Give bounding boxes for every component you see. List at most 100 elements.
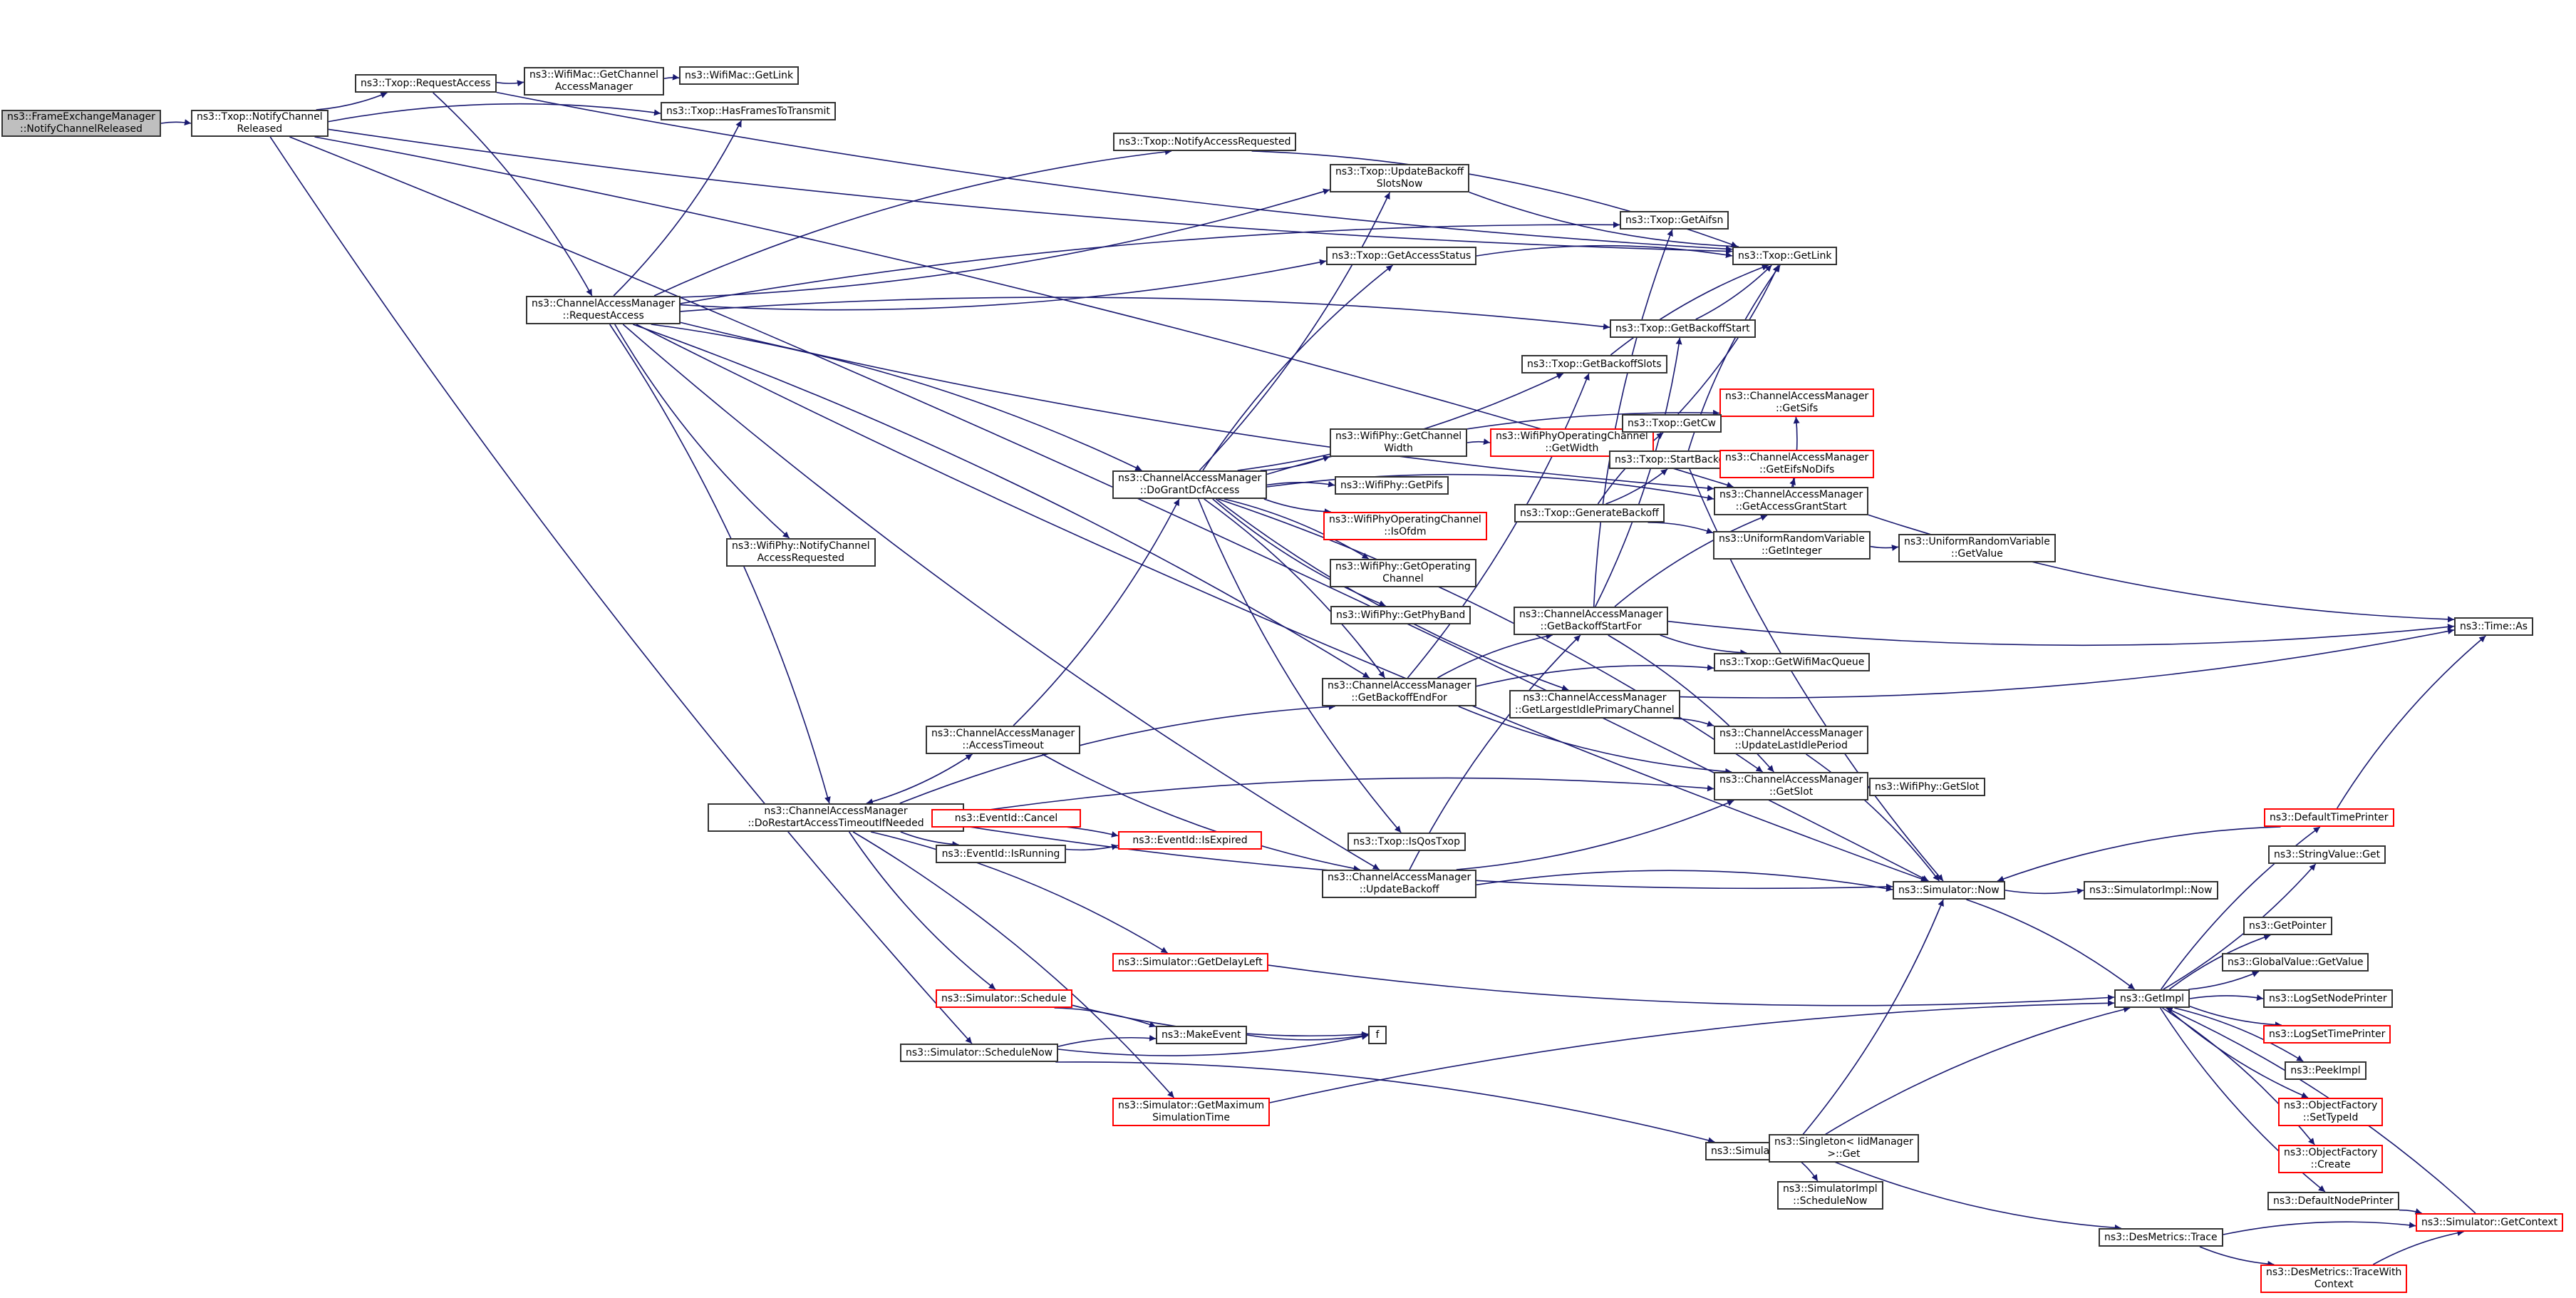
graph-node-txop-get-aifsn[interactable]: ns3::Txop::GetAifsn xyxy=(1620,211,1729,230)
graph-node-cam-get-slot[interactable]: ns3::ChannelAccessManager ::GetSlot xyxy=(1714,772,1869,800)
edge-txop-get-backoff-start-to-txop-get-link xyxy=(1695,264,1772,320)
graph-node-time-as[interactable]: ns3::Time::As xyxy=(2454,617,2534,636)
graph-node-get-impl[interactable]: ns3::GetImpl xyxy=(2114,989,2190,1008)
graph-node-peek-impl[interactable]: ns3::PeekImpl xyxy=(2285,1061,2366,1080)
graph-node-wifiphy-get-phy-band[interactable]: ns3::WifiPhy::GetPhyBand xyxy=(1330,606,1471,624)
graph-node-get-pointer[interactable]: ns3::GetPointer xyxy=(2243,917,2332,935)
graph-node-root[interactable]: ns3::FrameExchangeManager ::NotifyChanne… xyxy=(1,110,161,137)
edge-cam-get-backoff-start-for-to-txop-get-wifimac-queue xyxy=(1660,634,1747,656)
graph-node-cam-get-eifs-no-difs[interactable]: ns3::ChannelAccessManager ::GetEifsNoDif… xyxy=(1719,450,1875,478)
graph-node-simimpl-now[interactable]: ns3::SimulatorImpl::Now xyxy=(2084,881,2218,900)
graph-node-wifimac-get-link[interactable]: ns3::WifiMac::GetLink xyxy=(679,66,800,85)
graph-node-objfactory-set-typeid[interactable]: ns3::ObjectFactory ::SetTypeId xyxy=(2278,1098,2384,1126)
edge-txop-notify-released-to-cam-get-access-grant-start xyxy=(314,136,1734,488)
graph-node-singleton-get[interactable]: ns3::Singleton< IidManager >::Get xyxy=(1769,1134,1919,1163)
edge-txop-request-access-to-cam-request-access xyxy=(433,92,593,297)
graph-node-cam-update-last-idle[interactable]: ns3::ChannelAccessManager ::UpdateLastId… xyxy=(1714,726,1869,754)
graph-node-desmetrics-trace-with-context[interactable]: ns3::DesMetrics::TraceWith Context xyxy=(2260,1264,2408,1293)
graph-node-wifiphy-get-slot[interactable]: ns3::WifiPhy::GetSlot xyxy=(1869,778,1985,796)
graph-node-txop-get-backoff-start[interactable]: ns3::Txop::GetBackoffStart xyxy=(1610,319,1756,338)
edge-cam-do-grant-dcf-to-txop-update-backoff-slots xyxy=(1199,192,1391,471)
graph-node-make-event[interactable]: ns3::MakeEvent xyxy=(1156,1026,1247,1044)
graph-node-eventid-cancel[interactable]: ns3::EventId::Cancel xyxy=(931,809,1081,828)
graph-node-txop-get-link[interactable]: ns3::Txop::GetLink xyxy=(1732,247,1838,265)
edge-simulator-get-max-sim-time-to-get-impl xyxy=(1269,999,2115,1103)
edge-desmetrics-trace-to-simulator-get-context xyxy=(2223,1221,2416,1235)
graph-node-simimpl-schedule-now[interactable]: ns3::SimulatorImpl ::ScheduleNow xyxy=(1777,1181,1883,1210)
edge-get-impl-to-log-set-node-printer xyxy=(2189,994,2264,1001)
graph-node-txop-request-access[interactable]: ns3::Txop::RequestAccess xyxy=(355,74,497,93)
graph-node-simulator-get-delay-left[interactable]: ns3::Simulator::GetDelayLeft xyxy=(1112,953,1268,972)
edge-desmetrics-trace-with-context-to-simulator-get-context xyxy=(2372,1230,2464,1265)
graph-node-log-set-time-printer[interactable]: ns3::LogSetTimePrinter xyxy=(2263,1025,2391,1044)
graph-node-urv-get-value[interactable]: ns3::UniformRandomVariable ::GetValue xyxy=(1898,534,2056,562)
edge-wifiphy-get-channel-width-to-wpoc-get-width xyxy=(1467,438,1491,445)
graph-node-default-node-printer[interactable]: ns3::DefaultNodePrinter xyxy=(2267,1192,2399,1210)
graph-node-txop-update-backoff-slots[interactable]: ns3::Txop::UpdateBackoff SlotsNow xyxy=(1330,164,1470,192)
graph-node-simulator-get-context[interactable]: ns3::Simulator::GetContext xyxy=(2416,1213,2564,1232)
graph-node-txop-get-cw[interactable]: ns3::Txop::GetCw xyxy=(1622,414,1722,433)
edge-urv-get-integer-to-urv-get-value xyxy=(1870,545,1899,552)
graph-node-txop-generate-backoff[interactable]: ns3::Txop::GenerateBackoff xyxy=(1514,504,1665,522)
graph-node-cam-request-access[interactable]: ns3::ChannelAccessManager ::RequestAcces… xyxy=(526,296,681,324)
graph-node-simulator-get-max-sim-time[interactable]: ns3::Simulator::GetMaximum SimulationTim… xyxy=(1112,1098,1271,1126)
graph-node-default-time-printer[interactable]: ns3::DefaultTimePrinter xyxy=(2264,808,2394,827)
graph-node-txop-get-wifimac-queue[interactable]: ns3::Txop::GetWifiMacQueue xyxy=(1714,653,1871,671)
edge-cam-request-access-to-txop-get-access-status xyxy=(680,259,1327,311)
edge-cam-update-last-idle-to-simulator-now xyxy=(1806,753,1940,882)
edge-txop-notify-released-to-simulator-now xyxy=(289,136,1929,882)
edge-get-impl-to-objfactory-set-typeid xyxy=(2166,1007,2309,1098)
graph-node-stringvalue-get[interactable]: ns3::StringValue::Get xyxy=(2268,845,2386,864)
edge-simulator-do-schedule-now-to-simulator-now xyxy=(1796,899,1944,1143)
edge-cam-request-access-to-cam-get-backoff-end-for xyxy=(632,324,1370,679)
graph-node-globalvalue-get-value[interactable]: ns3::GlobalValue::GetValue xyxy=(2222,953,2369,972)
edge-cam-do-grant-dcf-to-cam-get-backoff-end-for xyxy=(1204,498,1385,679)
graph-node-eventid-is-running[interactable]: ns3::EventId::IsRunning xyxy=(936,845,1066,863)
graph-node-cam-get-sifs[interactable]: ns3::ChannelAccessManager ::GetSifs xyxy=(1719,388,1875,417)
graph-node-f[interactable]: f xyxy=(1368,1026,1387,1044)
graph-node-simulator-schedule[interactable]: ns3::Simulator::Schedule xyxy=(936,989,1072,1008)
edge-cam-get-backoff-end-for-to-txop-get-wifimac-queue xyxy=(1476,664,1714,687)
graph-node-wifiphy-notify-car[interactable]: ns3::WifiPhy::NotifyChannel AccessReques… xyxy=(726,538,876,567)
graph-node-wpoc-get-width[interactable]: ns3::WifiPhyOperatingChannel ::GetWidth xyxy=(1490,428,1654,457)
edge-cam-do-grant-dcf-to-cam-get-slot xyxy=(1218,498,1764,773)
graph-node-cam-update-backoff[interactable]: ns3::ChannelAccessManager ::UpdateBackof… xyxy=(1322,870,1477,898)
graph-node-cam-get-backoff-start-for[interactable]: ns3::ChannelAccessManager ::GetBackoffSt… xyxy=(1514,607,1669,635)
edge-cam-get-backoff-end-for-to-txop-get-backoff-slots xyxy=(1407,373,1590,679)
edge-cam-get-backoff-end-for-to-cam-get-backoff-start-for xyxy=(1437,633,1553,679)
graph-node-wifiphy-get-pifs[interactable]: ns3::WifiPhy::GetPifs xyxy=(1335,476,1449,495)
graph-node-wpoc-is-ofdm[interactable]: ns3::WifiPhyOperatingChannel ::IsOfdm xyxy=(1323,512,1487,540)
edge-default-time-printer-to-simulator-now xyxy=(1997,826,2281,882)
edge-cam-do-grant-dcf-to-wifiphy-get-channel-width xyxy=(1260,455,1330,471)
edge-cam-do-grant-dcf-to-txop-is-qos xyxy=(1197,498,1402,833)
edge-cam-do-restart-to-cam-access-timeout xyxy=(866,753,973,804)
graph-node-wifiphy-get-channel-width[interactable]: ns3::WifiPhy::GetChannel Width xyxy=(1330,428,1468,457)
graph-node-txop-notify-access-req[interactable]: ns3::Txop::NotifyAccessRequested xyxy=(1113,133,1297,151)
graph-node-simulator-schedule-now[interactable]: ns3::Simulator::ScheduleNow xyxy=(900,1044,1059,1062)
edge-cam-request-access-to-cam-update-backoff xyxy=(622,324,1380,870)
graph-node-cam-get-access-grant-start[interactable]: ns3::ChannelAccessManager ::GetAccessGra… xyxy=(1714,487,1869,515)
graph-node-txop-get-backoff-slots[interactable]: ns3::Txop::GetBackoffSlots xyxy=(1521,355,1667,374)
graph-node-cam-do-grant-dcf[interactable]: ns3::ChannelAccessManager ::DoGrantDcfAc… xyxy=(1112,470,1268,499)
graph-node-wifimac-get-cam[interactable]: ns3::WifiMac::GetChannel AccessManager xyxy=(524,67,664,96)
edge-simulator-schedule-to-make-event xyxy=(1054,1007,1157,1028)
graph-node-cam-access-timeout[interactable]: ns3::ChannelAccessManager ::AccessTimeou… xyxy=(926,726,1081,754)
graph-node-wifiphy-get-operating-channel[interactable]: ns3::WifiPhy::GetOperating Channel xyxy=(1330,559,1476,587)
graph-node-cam-get-backoff-end-for[interactable]: ns3::ChannelAccessManager ::GetBackoffEn… xyxy=(1322,678,1477,706)
graph-node-desmetrics-trace[interactable]: ns3::DesMetrics::Trace xyxy=(2099,1228,2223,1247)
edge-txop-notify-released-to-txop-has-frames xyxy=(328,103,661,123)
graph-node-objfactory-create[interactable]: ns3::ObjectFactory ::Create xyxy=(2278,1145,2384,1173)
graph-node-cam-get-largest-idle[interactable]: ns3::ChannelAccessManager ::GetLargestId… xyxy=(1509,690,1680,718)
graph-node-txop-has-frames[interactable]: ns3::Txop::HasFramesToTransmit xyxy=(661,102,836,120)
graph-node-txop-get-access-status[interactable]: ns3::Txop::GetAccessStatus xyxy=(1326,247,1477,265)
graph-node-simulator-now[interactable]: ns3::Simulator::Now xyxy=(1893,881,2005,900)
edge-cam-do-restart-to-eventid-is-running xyxy=(900,831,959,848)
graph-node-txop-is-qos[interactable]: ns3::Txop::IsQosTxop xyxy=(1348,833,1466,851)
graph-node-log-set-node-printer[interactable]: ns3::LogSetNodePrinter xyxy=(2263,989,2393,1008)
graph-node-eventid-is-expired[interactable]: ns3::EventId::IsExpired xyxy=(1118,831,1262,850)
graph-node-cam-do-restart[interactable]: ns3::ChannelAccessManager ::DoRestartAcc… xyxy=(708,803,964,832)
graph-node-urv-get-integer[interactable]: ns3::UniformRandomVariable ::GetInteger xyxy=(1713,531,1871,560)
graph-node-txop-notify-released[interactable]: ns3::Txop::NotifyChannel Released xyxy=(191,110,329,137)
edge-cam-get-backoff-start-for-to-cam-get-access-grant-start xyxy=(1614,515,1768,607)
